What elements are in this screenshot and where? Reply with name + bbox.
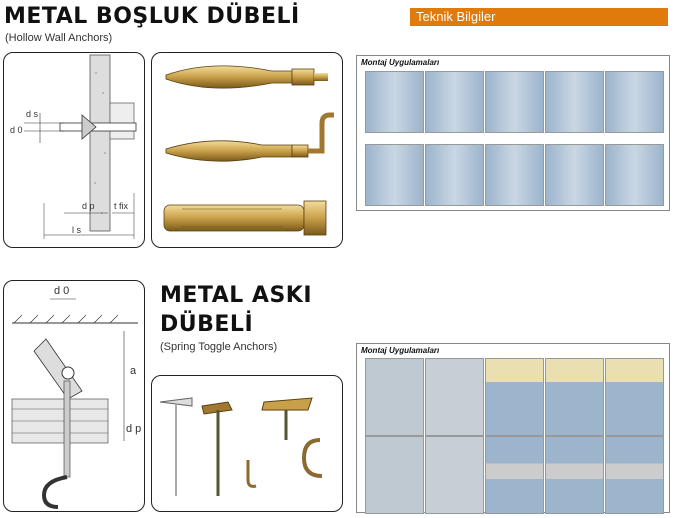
step-hollow-8 [485, 144, 544, 206]
step-hollow-7 [425, 144, 484, 206]
hollow-anchor-diagram [24, 54, 137, 239]
step-hollow-9 [545, 144, 604, 206]
step-toggle-8 [485, 436, 544, 514]
step-hollow-10 [605, 144, 664, 206]
toggle-anchor-title-line1: METAL ASKI [160, 283, 313, 308]
step-toggle-7 [425, 436, 484, 514]
step-hollow-3 [485, 71, 544, 133]
label-tfix: t fix [114, 201, 129, 211]
label-d0: d 0 [10, 125, 23, 135]
step-toggle-2 [425, 358, 484, 436]
step-toggle-5 [605, 358, 664, 436]
hollow-anchor-subtitle: (Hollow Wall Anchors) [5, 32, 113, 44]
step-toggle-3 [485, 358, 544, 436]
mounting-steps-toggle-title: Montaj Uygulamaları [361, 346, 440, 355]
mounting-steps-hollow: Montaj Uygulamaları [356, 55, 670, 211]
toggle-anchor-photos-panel [151, 375, 343, 512]
step-hollow-2 [425, 71, 484, 133]
hollow-anchor-diagram-panel: d s d 0 d p t fix l s [3, 52, 145, 248]
toggle-anchor-subtitle: (Spring Toggle Anchors) [160, 341, 278, 353]
toggle-anchor-diagram [11, 298, 138, 509]
step-hollow-1 [365, 71, 424, 133]
label-ds: d s [26, 109, 39, 119]
hollow-anchor-photos-panel [151, 52, 343, 248]
toggle-anchor-title-line2: DÜBELİ [160, 312, 254, 337]
step-toggle-4 [545, 358, 604, 436]
step-hollow-5 [605, 71, 664, 133]
label-toggle-dp: d p [126, 423, 142, 435]
toggle-anchor-diagram-panel: d 0 a d p [3, 280, 145, 512]
step-hollow-6 [365, 144, 424, 206]
mounting-steps-hollow-title: Montaj Uygulamaları [361, 58, 440, 67]
step-toggle-1 [365, 358, 424, 436]
technical-info-badge[interactable]: Teknik Bilgiler [410, 8, 668, 26]
label-dp: d p [82, 201, 95, 211]
toggle-anchor-photos [159, 397, 323, 496]
mounting-steps-toggle: Montaj Uygulamaları [356, 343, 670, 514]
label-toggle-a: a [130, 365, 137, 377]
hollow-anchor-photos [163, 65, 334, 236]
step-hollow-4 [545, 71, 604, 133]
step-toggle-9 [545, 436, 604, 514]
hollow-anchor-title: METAL BOŞLUK DÜBELİ [4, 4, 300, 29]
step-toggle-6 [365, 436, 424, 514]
label-toggle-d0: d 0 [54, 285, 70, 297]
step-toggle-10 [605, 436, 664, 514]
label-ls: l s [72, 225, 81, 235]
